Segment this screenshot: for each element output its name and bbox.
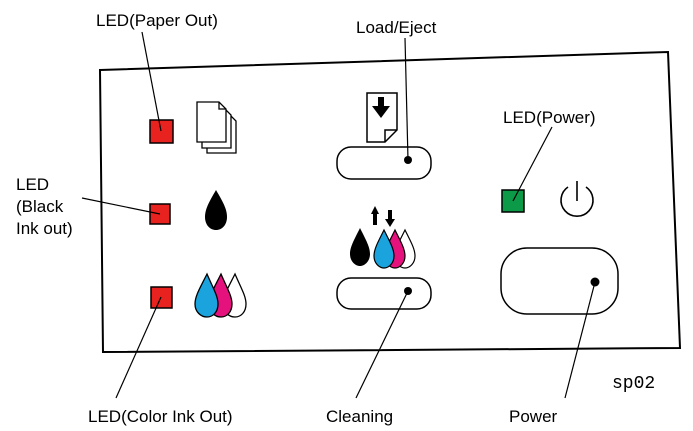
label-load-eject: Load/Eject	[356, 18, 437, 37]
label-led-black-line3: Ink out)	[16, 219, 73, 238]
leader-black-ink	[81, 197, 161, 215]
cleaning-button[interactable]	[336, 277, 432, 310]
label-cleaning: Cleaning	[326, 407, 393, 426]
paper-stack-icon	[196, 101, 237, 154]
label-led-black-line2: (Black	[16, 197, 64, 216]
label-led-black-line1: LED	[16, 175, 49, 194]
power-symbol-icon	[560, 181, 594, 217]
label-led-paper-out: LED(Paper Out)	[96, 11, 218, 30]
leader-paper-out	[141, 31, 162, 132]
paper-out-led	[149, 119, 174, 144]
leader-cleaning	[355, 290, 409, 399]
color-ink-out-led	[150, 286, 173, 309]
leader-lines	[81, 31, 596, 399]
color-ink-drops-icon	[194, 272, 247, 318]
cleaning-icon	[350, 206, 416, 269]
figure-id: sp02	[612, 374, 655, 394]
label-power: Power	[509, 407, 558, 426]
leader-color-ink	[115, 296, 162, 399]
leader-power	[564, 281, 596, 399]
power-button[interactable]	[500, 247, 619, 315]
label-led-color-ink-out: LED(Color Ink Out)	[88, 407, 233, 426]
load-eject-icon	[366, 92, 398, 143]
label-led-power: LED(Power)	[503, 108, 596, 127]
load-eject-button[interactable]	[336, 146, 432, 180]
leader-power-led	[512, 126, 553, 202]
black-ink-drop-icon	[205, 190, 227, 230]
leader-load-eject	[404, 37, 409, 161]
